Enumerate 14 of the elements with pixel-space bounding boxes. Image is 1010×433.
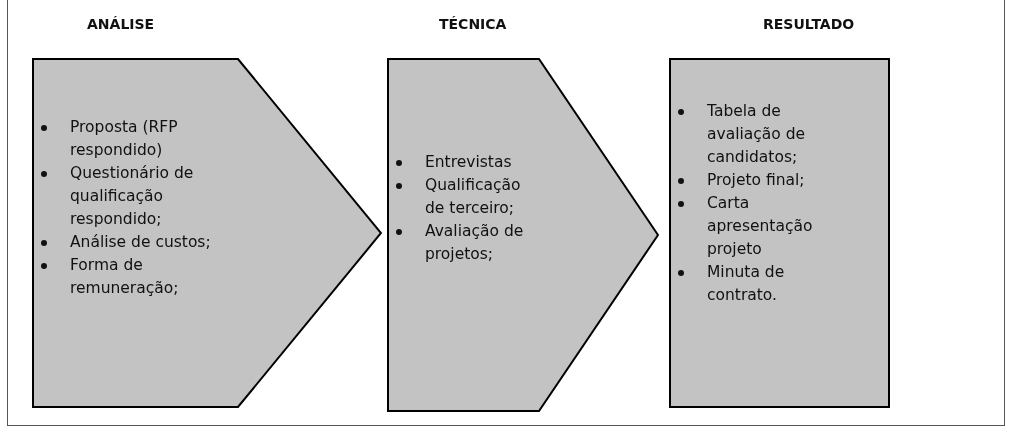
- list-item-text: Entrevistas: [425, 152, 513, 173]
- list-item-text: Proposta (RFP respondido): [70, 117, 179, 161]
- list-item-text: Carta apresentação projeto: [707, 193, 814, 260]
- list-item-text: Projeto final;: [707, 170, 806, 191]
- column-heading: ANÁLISE: [87, 16, 155, 32]
- column-heading: RESULTADO: [763, 16, 855, 32]
- list-item-text: Questionário de qualificação respondido;: [70, 163, 195, 230]
- list-item-text: Minuta de contrato.: [707, 262, 786, 306]
- column-heading: TÉCNICA: [439, 16, 507, 32]
- list-item-text: Qualificação de terceiro;: [425, 175, 522, 219]
- list-item-text: Avaliação de projetos;: [425, 221, 525, 265]
- list-item-text: Forma de remuneração;: [70, 255, 180, 299]
- list-item-text: Tabela de avaliação de candidatos;: [707, 101, 807, 168]
- list-item-text: Análise de custos;: [70, 232, 212, 253]
